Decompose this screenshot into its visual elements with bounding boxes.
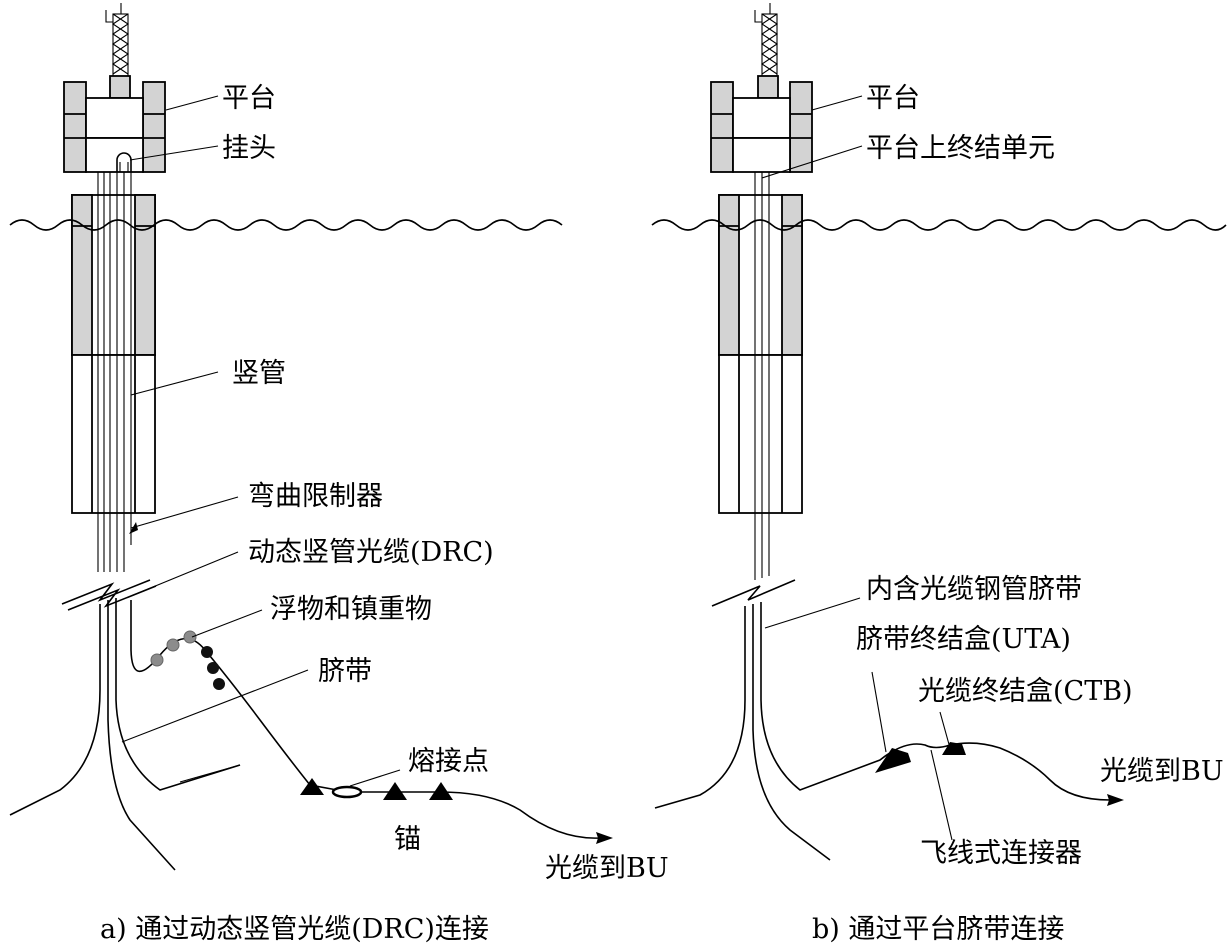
- weight-1: [201, 646, 213, 658]
- derrick-tower-b: [754, 3, 778, 77]
- anchor-1: [300, 778, 324, 795]
- leaders-b: [761, 95, 953, 841]
- label-flying-lead: 飞线式连接器: [920, 838, 1082, 869]
- leaders-a: [121, 95, 401, 787]
- label-bend-limiter: 弯曲限制器: [248, 481, 383, 512]
- hanger-head: [116, 152, 132, 172]
- weight-3: [213, 678, 225, 690]
- riser-a: [71, 194, 156, 514]
- splice-point: [331, 785, 363, 799]
- panel-b: 平台 平台上终结单元 内含光缆钢管脐带 脐带终结盒(UTA) 光缆终结盒(CTB…: [651, 3, 1227, 945]
- label-anchor: 锚: [394, 824, 421, 855]
- riser-b: [718, 194, 803, 514]
- weight-2: [207, 662, 219, 674]
- label-termination-unit: 平台上终结单元: [866, 133, 1055, 164]
- sea-surface-b: [651, 219, 1227, 231]
- label-drc: 动态竖管光缆(DRC): [248, 537, 494, 568]
- uta-box: [875, 748, 911, 773]
- label-uta: 脐带终结盒(UTA): [856, 624, 1071, 655]
- label-ctb: 光缆终结盒(CTB): [918, 676, 1133, 707]
- float-1: [150, 653, 164, 667]
- break-mark-a2: [67, 585, 157, 611]
- drc-cable: [130, 600, 601, 839]
- label-splice: 熔接点: [408, 746, 489, 777]
- derrick-tower-a: [105, 3, 129, 77]
- platform-a: [63, 75, 166, 173]
- break-mark-a: [61, 579, 151, 605]
- panel-a: 平台 挂头 竖管 弯曲限制器 动态竖管光缆(DRC) 浮物和镇重物 脐带 熔接点…: [9, 3, 669, 945]
- anchor-3: [429, 782, 453, 800]
- sea-surface-a: [9, 219, 563, 231]
- label-to-bu-a: 光缆到BU: [545, 853, 669, 884]
- break-mark-b: [711, 579, 796, 607]
- caption-b: b) 通过平台脐带连接: [812, 914, 1064, 945]
- to-bu-arrow-b: [1107, 794, 1124, 806]
- caption-a: a) 通过动态竖管光缆(DRC)连接: [100, 914, 489, 945]
- label-riser: 竖管: [232, 358, 286, 389]
- label-hanger: 挂头: [222, 133, 276, 164]
- to-bu-arrow-a: [596, 832, 613, 844]
- platform-b: [710, 75, 813, 173]
- ctb-box: [942, 742, 966, 755]
- label-floats: 浮物和镇重物: [270, 594, 432, 625]
- label-umbilical-steel-tube: 内含光缆钢管脐带: [866, 574, 1082, 605]
- float-3: [183, 630, 197, 644]
- float-2: [166, 638, 180, 652]
- label-umbilical-a: 脐带: [318, 656, 372, 687]
- label-platform-b: 平台: [866, 83, 920, 114]
- label-to-bu-b: 光缆到BU: [1100, 756, 1224, 787]
- label-platform-a: 平台: [222, 83, 276, 114]
- anchor-2: [383, 782, 407, 800]
